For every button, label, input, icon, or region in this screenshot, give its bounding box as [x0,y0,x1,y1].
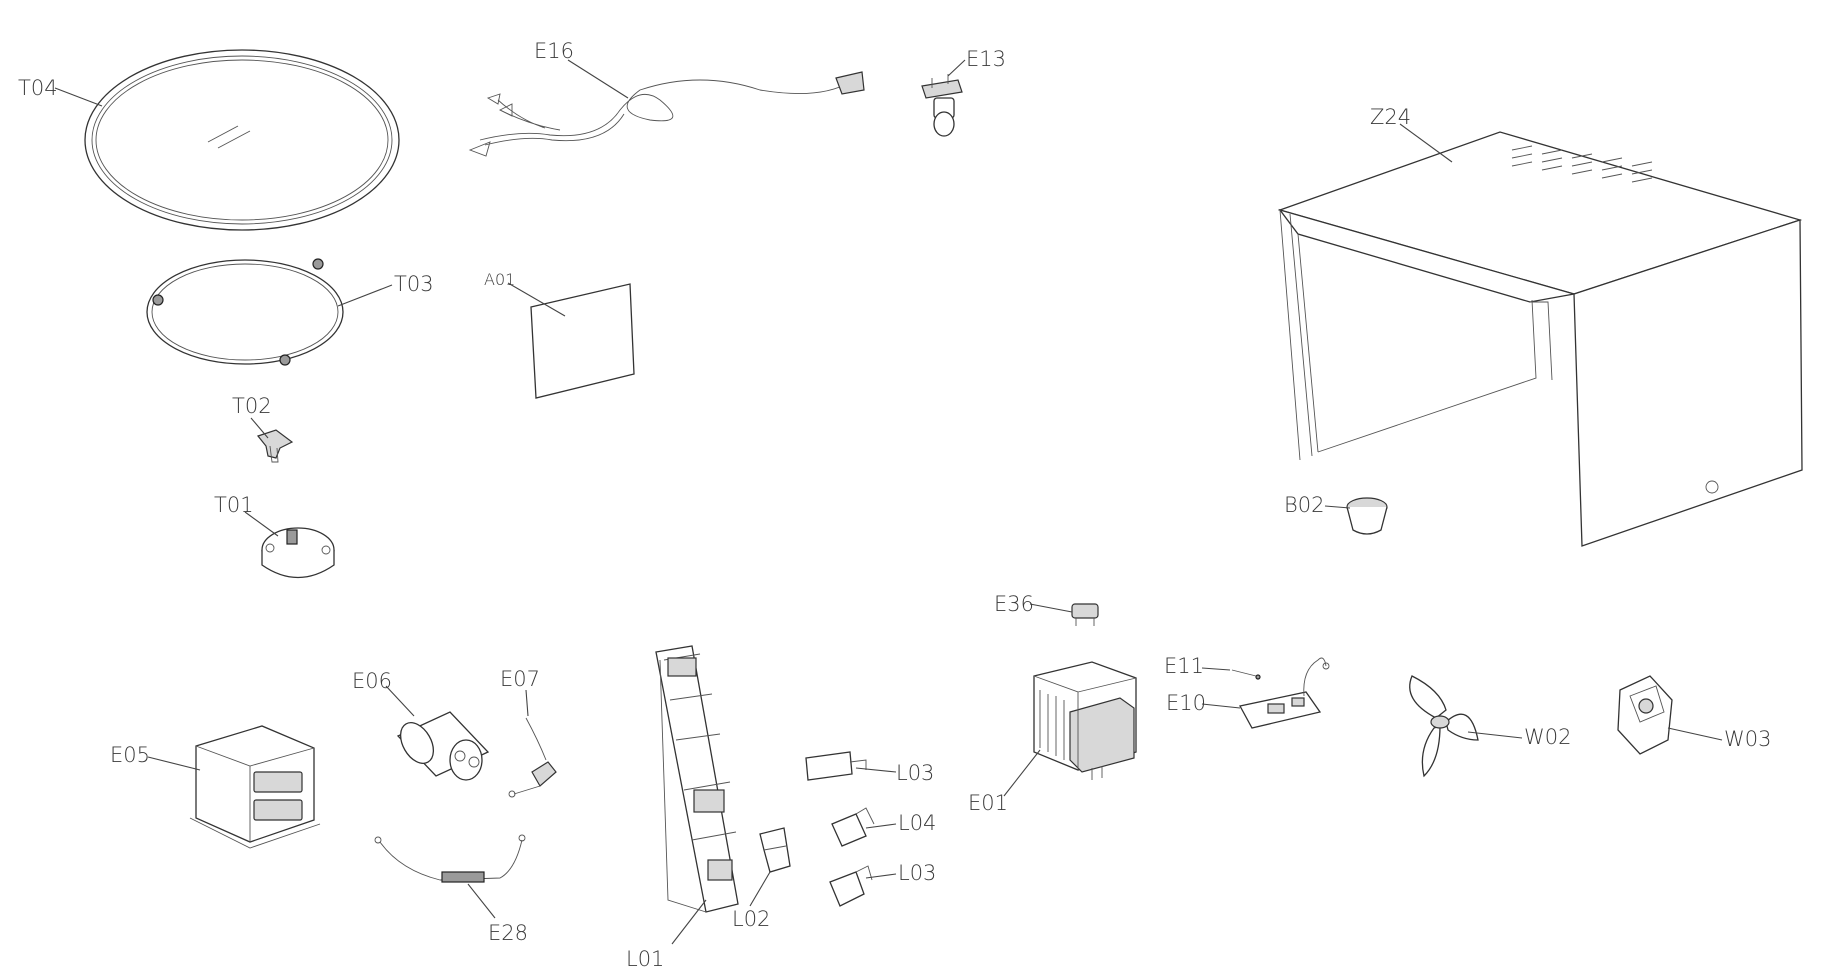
label-t03: T03 [394,272,434,296]
part-b02-foot [1346,497,1388,535]
leader-l02 [749,871,771,907]
leader-l01 [671,899,707,945]
leader-e01 [1003,749,1041,797]
part-l01-latch-board [655,645,739,913]
leader-l03b [865,873,897,879]
label-l03b: L03 [898,861,936,885]
label-e10: E10 [1166,691,1206,715]
label-w03: W03 [1724,727,1772,751]
part-e10-pcb [1239,657,1330,729]
part-t04-glass-tray [84,49,400,231]
leader-t03 [337,284,393,307]
label-b02: B02 [1284,493,1324,517]
leader-t01 [244,511,279,537]
leader-t04 [54,87,103,107]
label-e11: E11 [1164,654,1204,678]
part-e11-fuse [1231,669,1261,680]
part-t03-roller-ring [146,258,344,366]
leader-b02 [1324,505,1351,509]
label-l03a: L03 [896,761,934,785]
part-w03-fan-motor [1617,675,1673,755]
label-e01: E01 [968,791,1008,815]
part-e05-transformer [189,725,321,849]
part-l02-lever [759,827,791,873]
label-e36: E36 [994,592,1034,616]
part-l03-switch-bottom [829,865,873,907]
label-e28: E28 [488,921,528,945]
leader-e10 [1201,703,1241,709]
part-l04-switch [831,807,875,847]
leader-e28 [467,883,496,919]
label-l01: L01 [626,947,664,971]
label-t02: T02 [232,394,272,418]
leader-e36 [1029,603,1073,613]
label-l02: L02 [732,907,770,931]
part-e13-lamp [921,74,963,137]
part-t02-coupler [256,429,294,463]
part-a01-manual [530,283,635,399]
part-e06-capacitor [396,711,490,781]
part-e16-power-cord [468,71,865,157]
label-e06: E06 [352,669,392,693]
leader-a01 [507,282,566,317]
label-e07: E07 [500,667,540,691]
part-e07-diode [508,717,557,798]
label-e13: E13 [966,47,1006,71]
part-e01-magnetron [1033,661,1137,780]
leader-w03 [1667,727,1723,741]
part-e36-thermostat [1071,603,1099,626]
leader-l03a [855,767,897,773]
vent-slots [1511,145,1653,183]
leader-e11 [1201,667,1231,671]
label-a01: A01 [484,270,515,289]
leader-e13 [947,59,966,77]
leader-t02 [250,417,269,439]
part-l03-switch-top [805,751,867,781]
part-w02-fan-blade [1409,675,1479,778]
part-t01-motor [261,527,335,579]
part-e28-hv-fuse [374,834,526,883]
leader-e16 [567,59,629,99]
leader-z24 [1399,123,1453,163]
leader-e06 [385,685,415,717]
label-t04: T04 [18,76,58,100]
leader-l04 [865,823,897,829]
label-l04: L04 [898,811,936,835]
label-w02: W02 [1524,725,1572,749]
label-z24: Z24 [1370,105,1411,129]
leader-e05 [147,756,201,771]
leader-w02 [1467,731,1523,739]
label-e05: E05 [110,743,150,767]
part-z24-outer-case [1277,131,1803,547]
label-e16: E16 [534,39,574,63]
leader-e07 [525,689,529,717]
label-t01: T01 [214,493,254,517]
